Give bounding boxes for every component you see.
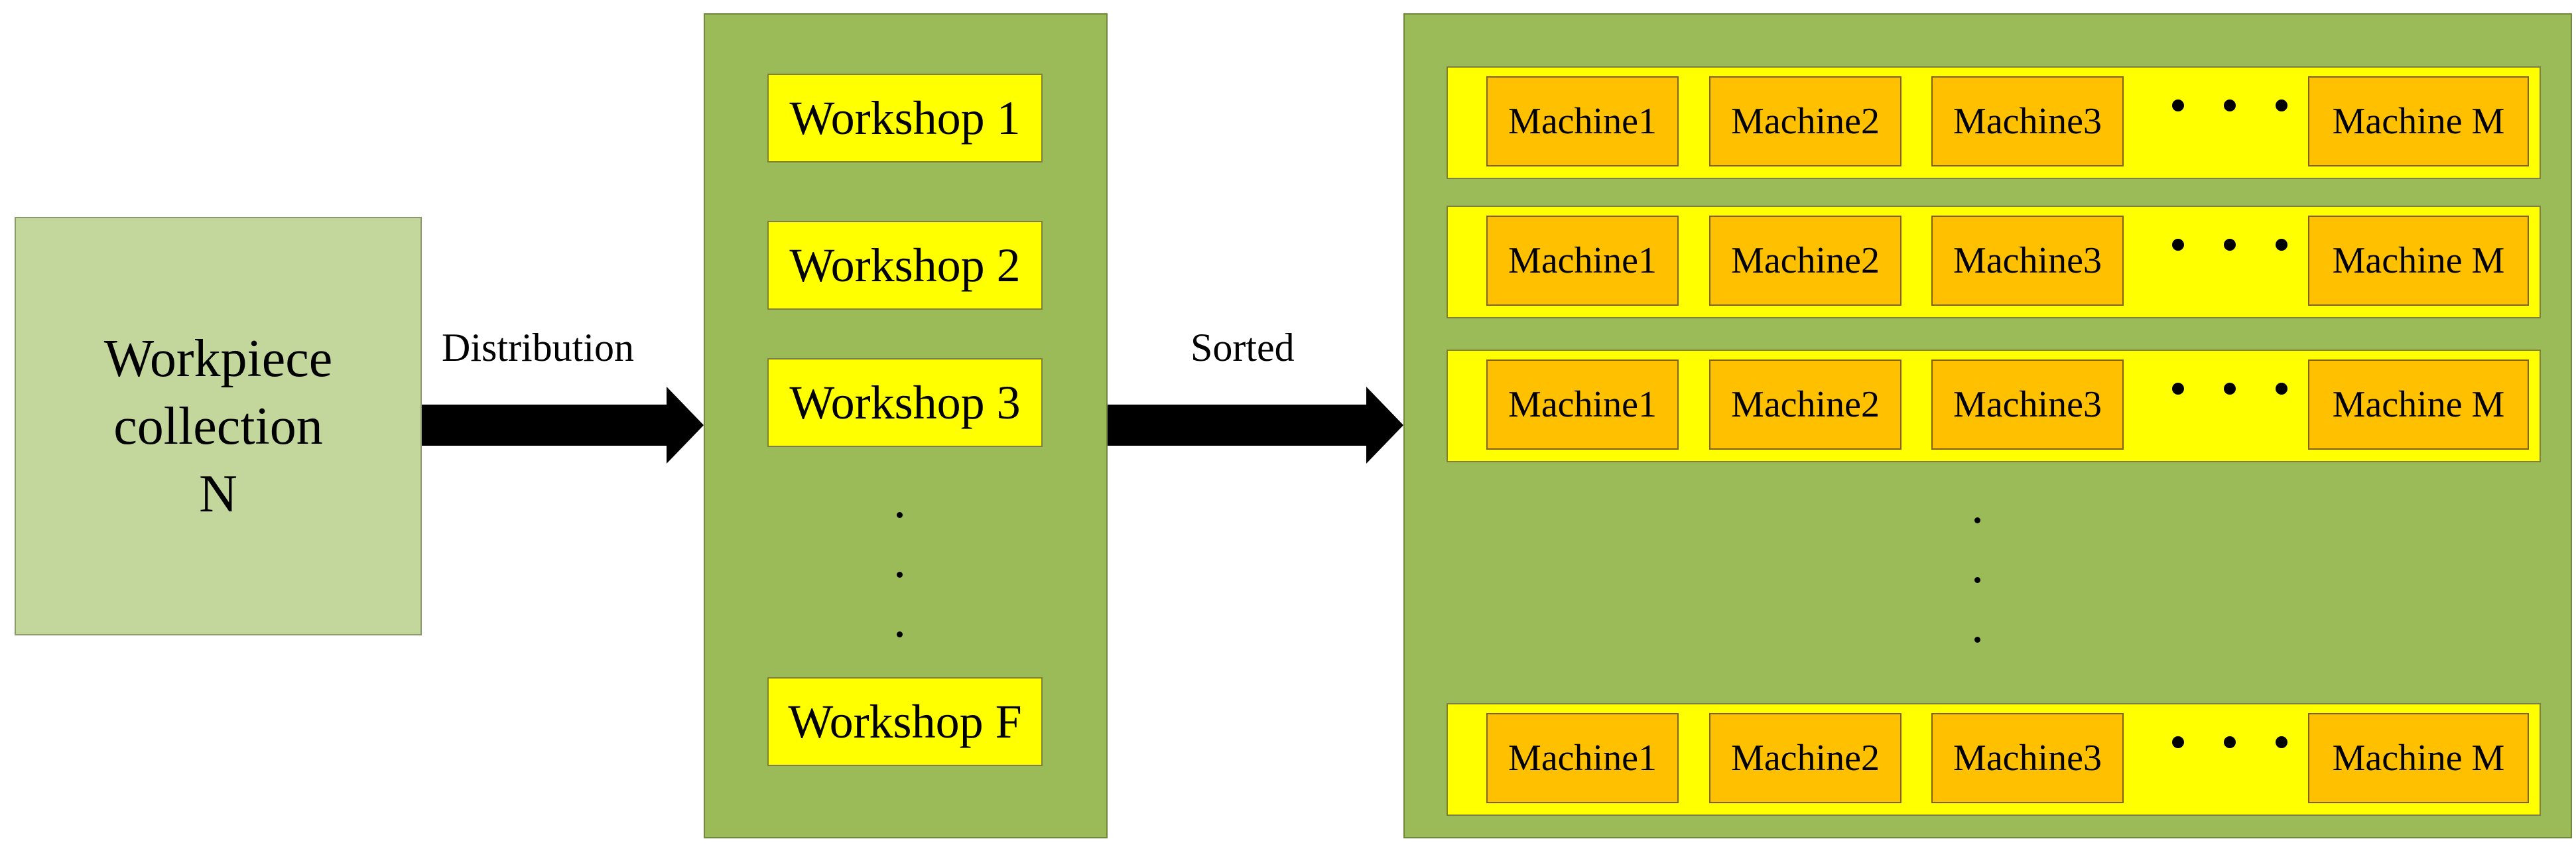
sorted-label: Sorted — [1191, 326, 1295, 369]
machine-2-box: Machine2 — [1709, 359, 1901, 450]
ellipsis-dot-icon — [2276, 239, 2287, 251]
machine-m-box: Machine M — [2308, 713, 2529, 803]
workshop-box-3: Workshop 3 — [767, 358, 1043, 447]
ellipsis-dot-icon — [2224, 736, 2236, 748]
workpiece-line-2: collection — [113, 397, 323, 456]
machine-2-box: Machine2 — [1709, 713, 1901, 803]
machine-row-2: Machine1 Machine2 Machine3 Machine M — [1447, 206, 2541, 318]
machine-rows-ellipsis-dot — [1974, 517, 1980, 523]
ellipsis-dot-icon — [2224, 239, 2236, 251]
workshop-box-f: Workshop F — [767, 677, 1043, 766]
ellipsis-dot-icon — [2172, 736, 2184, 748]
machine-ellipsis — [2172, 383, 2287, 395]
workpiece-line-1: Workpiece — [103, 329, 333, 388]
distribution-arrow-icon — [422, 387, 704, 464]
ellipsis-dot-icon — [2224, 99, 2236, 111]
ellipsis-dot-icon — [2276, 383, 2287, 395]
machine-1-box: Machine1 — [1486, 713, 1679, 803]
ellipsis-dot-icon — [2224, 383, 2236, 395]
machine-1-box: Machine1 — [1486, 76, 1679, 166]
machine-3-box: Machine3 — [1931, 76, 2124, 166]
machine-1-box: Machine1 — [1486, 359, 1679, 450]
machine-2-box: Machine2 — [1709, 216, 1901, 306]
ellipsis-dot-icon — [2276, 736, 2287, 748]
machine-row-3: Machine1 Machine2 Machine3 Machine M — [1447, 350, 2541, 462]
workshop-ellipsis-dot — [897, 572, 903, 578]
ellipsis-dot-icon — [2172, 239, 2184, 251]
workshop-box-2: Workshop 2 — [767, 221, 1043, 310]
machine-3-box: Machine3 — [1931, 216, 2124, 306]
ellipsis-dot-icon — [2276, 99, 2287, 111]
machine-rows-ellipsis-dot — [1974, 637, 1980, 643]
ellipsis-dot-icon — [2172, 99, 2184, 111]
machine-row-1: Machine1 Machine2 Machine3 Machine M — [1447, 66, 2541, 179]
machine-ellipsis — [2172, 736, 2287, 748]
workpiece-line-3: N — [199, 464, 237, 523]
machine-m-box: Machine M — [2308, 216, 2529, 306]
workpiece-collection-box: Workpiece collection N — [15, 217, 422, 635]
machine-m-box: Machine M — [2308, 76, 2529, 166]
machine-m-box: Machine M — [2308, 359, 2529, 450]
machine-1-box: Machine1 — [1486, 216, 1679, 306]
workshop-ellipsis-dot — [897, 631, 903, 637]
ellipsis-dot-icon — [2172, 383, 2184, 395]
workshop-ellipsis-dot — [897, 512, 903, 518]
machine-ellipsis — [2172, 239, 2287, 251]
sorted-arrow-icon — [1108, 387, 1403, 464]
machine-ellipsis — [2172, 99, 2287, 111]
machine-3-box: Machine3 — [1931, 713, 2124, 803]
workpiece-collection-text: Workpiece collection N — [104, 325, 333, 528]
distribution-label: Distribution — [442, 326, 635, 369]
machine-row-last: Machine1 Machine2 Machine3 Machine M — [1447, 703, 2541, 816]
machine-rows-ellipsis-dot — [1974, 577, 1980, 583]
machine-3-box: Machine3 — [1931, 359, 2124, 450]
workshop-box-1: Workshop 1 — [767, 74, 1043, 163]
machine-2-box: Machine2 — [1709, 76, 1901, 166]
